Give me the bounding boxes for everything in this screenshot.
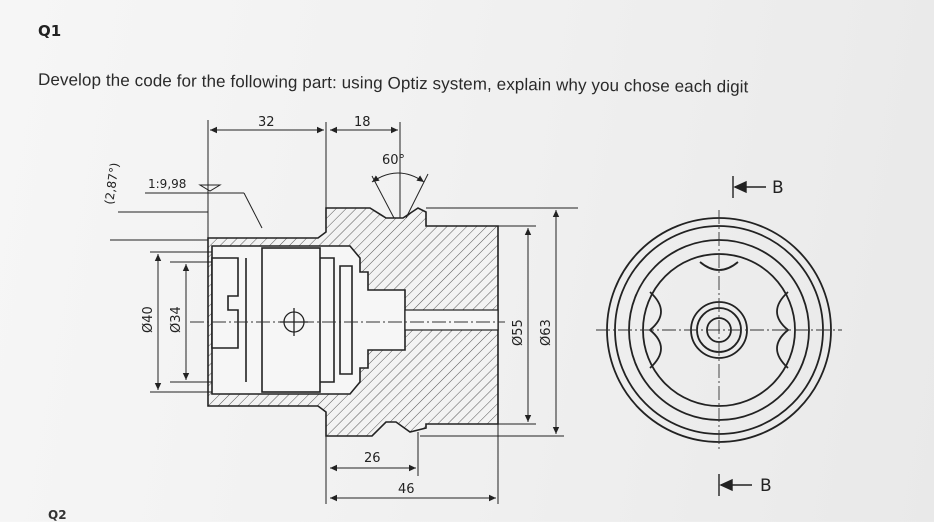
question-number: Q1 [38,22,62,40]
section-label-bottom: B [760,476,772,496]
dim-26-46 [325,424,499,504]
dim-dia-40-34 [110,239,212,393]
dia-34-label: Ø34 [169,306,184,333]
dim-32-label: 32 [258,115,275,130]
dia-63-label: Ø63 [539,319,554,346]
dia-40-label: Ø40 [141,306,156,333]
section-marker-top [732,176,766,198]
part-section-view [207,207,499,437]
dim-dia-55-63 [420,207,578,437]
angle-60 [371,172,429,219]
section-marker-bottom [718,474,752,496]
dim-18 [325,122,401,218]
section-label-top: B [772,178,784,198]
angle-60-label: 60° [382,153,405,168]
end-view-centerlines [596,210,842,450]
dia-55-label: Ø55 [511,319,526,346]
dim-46-label: 46 [398,482,415,497]
cross-hole-symbol [280,308,308,336]
dim-26-label: 26 [364,451,381,466]
dim-18-label: 18 [354,115,371,130]
taper-label: 1:9,98 [148,177,186,191]
next-question-number: Q2 [48,508,67,522]
taper-angle-label: (2,87°) [102,162,122,206]
dim-32 [207,120,324,238]
taper-callout [118,184,263,229]
